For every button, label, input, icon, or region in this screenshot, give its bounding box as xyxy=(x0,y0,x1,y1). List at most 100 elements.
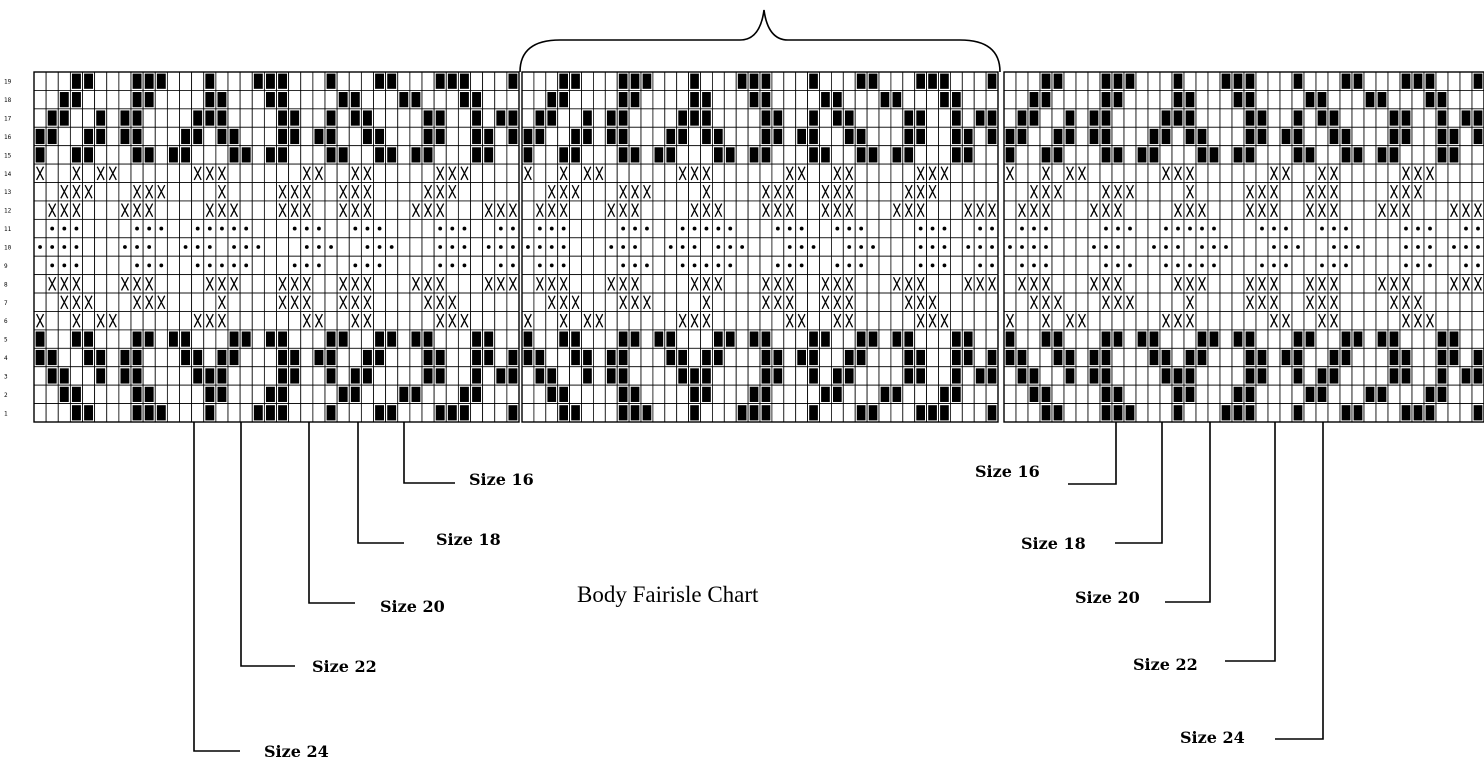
chart-cell xyxy=(652,182,666,202)
filled-square-stitch xyxy=(1245,331,1255,347)
filled-square-stitch xyxy=(387,73,397,89)
cross-stitch xyxy=(278,276,287,291)
chart-cell xyxy=(664,366,678,386)
chart-cell xyxy=(1303,366,1317,386)
chart-cell xyxy=(1303,255,1317,276)
chart-cell xyxy=(1207,163,1221,183)
chart-cell xyxy=(593,145,606,165)
filled-square-stitch xyxy=(714,331,723,347)
filled-square-stitch xyxy=(1245,110,1255,126)
chart-cell xyxy=(409,182,423,202)
chart-cell xyxy=(533,163,547,183)
dot-stitch xyxy=(244,245,249,249)
filled-square-stitch xyxy=(523,128,533,145)
chart-cell xyxy=(288,90,302,110)
cross-stitch xyxy=(559,203,568,218)
chart-cell xyxy=(854,292,868,312)
chart-cell xyxy=(251,384,265,404)
chart-cell xyxy=(866,292,880,312)
chart-cell xyxy=(203,126,217,147)
chart-cell xyxy=(227,182,241,202)
filled-square-stitch xyxy=(1341,128,1351,145)
chart-cell xyxy=(494,163,508,183)
chart-cell xyxy=(664,163,678,183)
filled-square-stitch xyxy=(975,368,985,384)
filled-square-stitch xyxy=(1425,73,1435,89)
dot-stitch xyxy=(1428,263,1432,268)
cross-stitch xyxy=(1126,184,1134,199)
cross-stitch xyxy=(217,184,226,199)
filled-square-stitch xyxy=(1245,349,1255,366)
chart-cell xyxy=(263,108,277,128)
chart-cell xyxy=(1075,347,1089,368)
cross-stitch xyxy=(1102,203,1110,218)
chart-cell xyxy=(795,329,809,349)
chart-cell xyxy=(494,90,508,110)
chart-cell xyxy=(348,237,362,257)
chart-cell xyxy=(1111,108,1125,128)
chart-cell xyxy=(312,366,326,386)
chart-cell xyxy=(1087,329,1101,349)
filled-square-stitch xyxy=(809,405,818,421)
filled-square-stitch xyxy=(132,331,142,347)
cross-stitch xyxy=(1114,276,1122,291)
dot-stitch xyxy=(365,245,370,249)
chart-cell xyxy=(251,347,265,368)
cross-stitch xyxy=(559,184,568,199)
filled-square-stitch xyxy=(472,386,482,402)
chart-cell xyxy=(854,274,868,294)
chart-cell xyxy=(239,384,253,404)
filled-square-stitch xyxy=(387,331,397,347)
chart-cell xyxy=(950,292,963,312)
filled-square-stitch xyxy=(387,405,397,421)
filled-square-stitch xyxy=(1473,349,1483,366)
chart-cell xyxy=(1015,182,1029,202)
chart-cell xyxy=(795,90,809,110)
filled-square-stitch xyxy=(1173,110,1183,126)
chart-cell xyxy=(385,108,399,128)
cross-stitch xyxy=(773,295,782,310)
cross-stitch xyxy=(1318,313,1326,328)
chart-cell xyxy=(142,108,156,128)
chart-cell xyxy=(1423,126,1437,147)
dot-stitch xyxy=(1272,245,1276,249)
cross-stitch xyxy=(607,203,616,218)
filled-square-stitch xyxy=(1005,349,1015,366)
chart-cell xyxy=(215,145,229,165)
filled-square-stitch xyxy=(1413,405,1423,421)
filled-square-stitch xyxy=(916,349,925,366)
filled-square-stitch xyxy=(1401,368,1411,384)
chart-cell xyxy=(263,163,277,183)
filled-square-stitch xyxy=(423,368,433,384)
chart-cell xyxy=(1087,403,1101,423)
filled-square-stitch xyxy=(844,128,854,145)
chart-cell xyxy=(1063,71,1077,91)
cross-stitch xyxy=(643,295,651,310)
cross-stitch xyxy=(157,295,166,310)
cross-stitch xyxy=(133,295,142,310)
filled-square-stitch xyxy=(868,405,878,421)
chart-cell xyxy=(747,163,761,183)
chart-cell xyxy=(1135,163,1149,183)
dot-stitch xyxy=(147,263,152,268)
chart-cell xyxy=(1051,200,1065,220)
chart-cell xyxy=(1135,255,1149,276)
chart-cell xyxy=(914,145,928,165)
chart-cell xyxy=(118,218,132,239)
chart-cell xyxy=(735,384,749,404)
filled-square-stitch xyxy=(761,110,771,126)
filled-square-stitch xyxy=(952,349,961,366)
chart-cell xyxy=(1459,126,1473,147)
chart-cell xyxy=(33,108,47,128)
chart-cell xyxy=(506,311,520,331)
filled-square-stitch xyxy=(120,110,130,126)
chart-cell xyxy=(251,329,265,349)
filled-square-stitch xyxy=(1245,147,1255,163)
chart-cell xyxy=(1291,200,1305,220)
chart-cell xyxy=(1075,292,1089,312)
chart-cell xyxy=(961,255,975,276)
chart-cell xyxy=(1411,329,1425,349)
chart-cell xyxy=(831,329,844,349)
chart-cell xyxy=(348,145,362,165)
chart-cell xyxy=(324,163,338,183)
